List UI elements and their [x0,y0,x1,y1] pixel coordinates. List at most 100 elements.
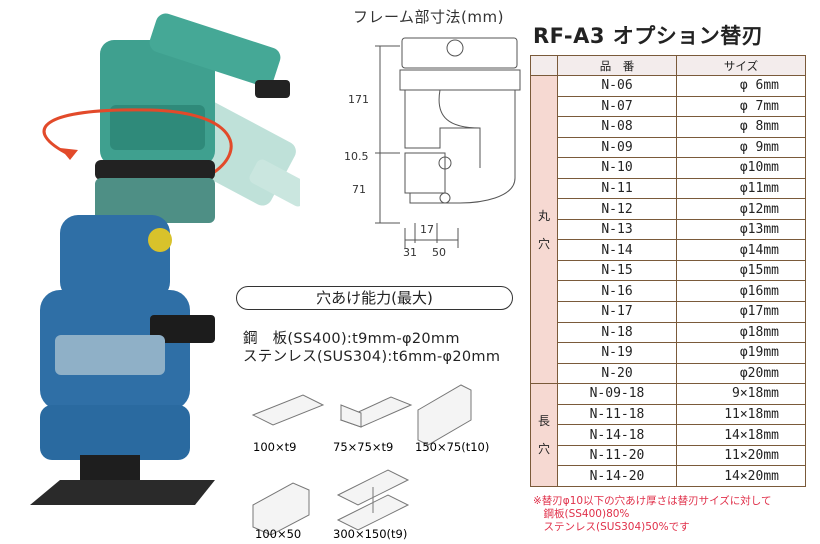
part-number-cell: N-18 [557,321,677,344]
capacity-steel: 鋼 板(SS400):t9mm-φ20mm [243,331,460,347]
footnote: ※替刃φ10以下の穴あけ厚さは替刃サイズに対して 鋼板(SS400)80% ステ… [533,495,771,534]
group-char: 長 [537,414,550,429]
group-char: 穴 [537,236,550,251]
size-cell: φ 6mm [676,75,806,97]
part-number-cell: N-12 [557,198,677,220]
table-header-size: サイズ [676,55,806,76]
size-cell: φ19mm [676,342,806,364]
punch-tool-photo [30,13,300,505]
part-number-cell: N-08 [557,116,677,138]
dim-label-10-5: 10.5 [344,150,369,163]
size-cell: φ 9mm [676,136,806,159]
part-number-cell: N-20 [557,362,677,385]
part-number-cell: N-06 [557,75,677,97]
size-cell: φ 8mm [676,116,806,138]
footnote-line: 鋼板(SS400)80% [533,508,630,520]
part-number-cell: N-14 [557,239,677,261]
size-cell: φ15mm [676,259,806,282]
size-cell: φ14mm [676,239,806,261]
tool-gear-housing [95,178,215,223]
part-number-cell: N-09 [557,136,677,159]
table-header-group [530,55,558,76]
part-number-cell: N-13 [557,218,677,241]
hydraulic-cylinder [40,215,215,410]
dim-label-71: 71 [352,183,366,196]
shape-label-channel-large: 150×75(t10) [415,440,489,454]
dim-label-50: 50 [432,246,446,259]
size-cell: φ11mm [676,177,806,200]
size-cell: 14×18mm [676,424,806,446]
group-char: 穴 [537,442,550,457]
tool-collar [95,160,215,180]
size-cell: φ12mm [676,198,806,220]
flat-bar-shape [251,394,325,426]
part-number-cell: N-10 [557,157,677,179]
shape-label-channel-small: 100×50 [255,527,301,540]
table-group-label: 丸穴 [530,74,558,385]
table-header-part: 品 番 [557,55,677,76]
dim-label-31: 31 [403,246,417,259]
channel-large-shape [417,384,472,446]
part-number-cell: N-14-20 [557,465,677,487]
tool-handle [150,315,215,343]
part-number-cell: N-11-18 [557,403,677,426]
table-group-label: 長穴 [530,383,558,487]
size-cell: φ16mm [676,280,806,303]
part-number-cell: N-14-18 [557,424,677,446]
part-number-cell: N-19 [557,342,677,364]
size-cell: φ20mm [676,362,806,385]
table-title: RF-A3 オプション替刃 [533,24,764,48]
table-header-row: 品 番 サイズ [530,55,806,76]
size-cell: 11×18mm [676,403,806,426]
dimension-title: フレーム部寸法(mm) [353,8,504,26]
part-number-cell: N-16 [557,280,677,303]
dim-label-17: 17 [420,223,434,236]
frame-dimension-drawing: 171 10.5 71 17 31 50 [344,37,521,259]
part-number-cell: N-07 [557,95,677,118]
size-cell: 14×20mm [676,465,806,487]
group-char: 丸 [537,208,550,223]
die-frame [40,405,190,460]
size-cell: 9×18mm [676,383,806,405]
size-cell: φ 7mm [676,95,806,118]
motor-body [100,13,290,165]
capacity-stainless: ステンレス(SUS304):t6mm-φ20mm [243,349,501,365]
steel-shapes-illustration: 100×t9 75×75×t9 150×75(t10) 100×50 300×1… [251,384,489,540]
capacity-heading: 穴あけ能力(最大) [236,286,513,310]
dim-label-171: 171 [348,93,369,106]
footnote-line: ステンレス(SUS304)50%です [533,521,690,533]
part-number-cell: N-17 [557,301,677,323]
part-number-cell: N-11-20 [557,444,677,467]
part-number-cell: N-15 [557,259,677,282]
footnote-line: ※替刃φ10以下の穴あけ厚さは替刃サイズに対して [533,495,772,507]
shape-label-angle: 75×75×t9 [333,440,393,454]
size-cell: φ18mm [676,321,806,344]
channel-small-shape [252,482,310,536]
size-cell: φ17mm [676,301,806,323]
tool-base [30,455,215,505]
part-number-cell: N-11 [557,177,677,200]
size-cell: φ13mm [676,218,806,241]
